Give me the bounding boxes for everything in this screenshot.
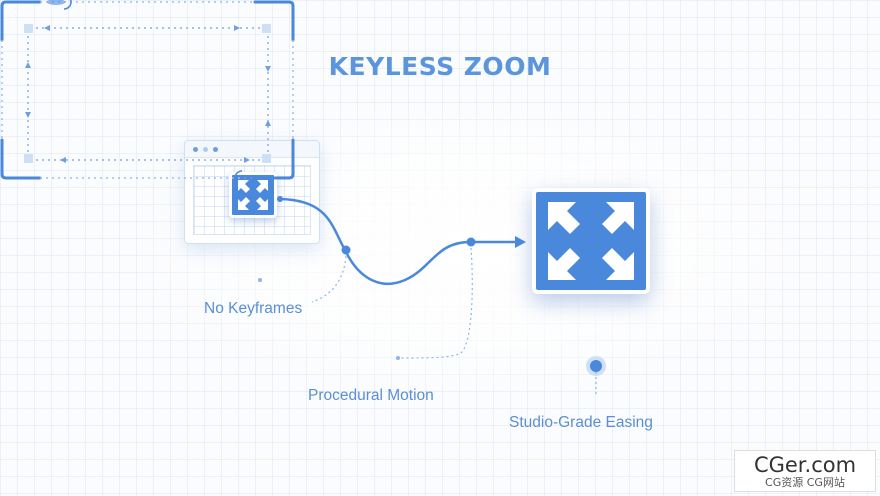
watermark-sub: CG资源 CG网站: [765, 476, 845, 489]
leader-dot: [258, 278, 262, 282]
path-node: [466, 237, 476, 247]
zoom-frame: [0, 0, 295, 180]
browser-titlebar: [185, 141, 319, 158]
frame-corner-bottom-left: [0, 138, 42, 180]
frame-corner-top-left: [0, 0, 42, 42]
watermark: CGer.com CG资源 CG网站: [734, 450, 876, 492]
path-node: [341, 245, 351, 255]
frame-corner-bottom-right: [253, 138, 295, 180]
page-title: KEYLESS ZOOM: [328, 52, 552, 81]
leader-dot: [396, 356, 400, 360]
label-studio-grade-easing: Studio-Grade Easing: [509, 414, 653, 431]
window-dot-icon: [193, 146, 198, 152]
path-node: [277, 196, 283, 202]
window-dot-icon: [213, 146, 218, 152]
leader-procedural-motion: [399, 247, 473, 359]
expand-arrows-icon: [532, 188, 650, 294]
easing-node: [590, 360, 602, 372]
frame-corner-top-right: [253, 0, 295, 42]
arrow-head-icon: [515, 236, 526, 248]
motion-path: [278, 197, 520, 285]
window-dot-icon: [203, 146, 208, 152]
leader-no-keyframes: [311, 255, 347, 303]
label-procedural-motion: Procedural Motion: [308, 387, 434, 404]
watermark-main: CGer.com: [753, 453, 857, 477]
label-no-keyframes: No Keyframes: [204, 300, 303, 317]
